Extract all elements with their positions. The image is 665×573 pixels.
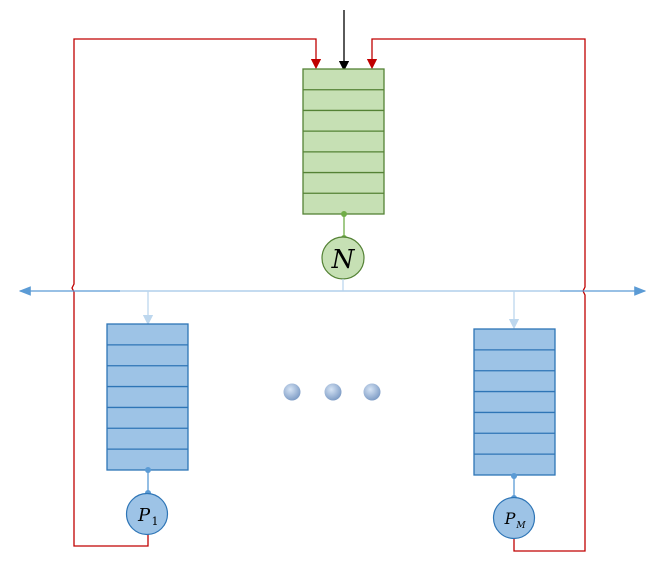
link-dot-p1-top [145,467,151,473]
queue-n-frame [302,68,385,215]
queue-p1 [106,323,189,471]
server-n-label: N [331,245,356,275]
server-pm-subscript: M [515,521,526,531]
server-pm-label: P [504,509,516,528]
server-pm: P M [492,496,536,540]
ellipsis-dot [363,383,381,401]
queue-pm-frame [473,328,556,476]
queue-p1-frame [106,323,189,471]
queue-pm [473,328,556,476]
server-n: N [321,236,365,280]
queue-n [302,68,385,215]
feedback-loop-p1 [71,38,322,547]
link-dot-n-top [341,211,347,217]
ellipsis [283,383,381,401]
ellipsis-dot [283,383,301,401]
server-p1-label: P [137,505,151,526]
link-dot-pm-top [511,473,517,479]
ellipsis-dot [324,383,342,401]
server-p1-subscript: 1 [152,515,159,528]
server-p1: P 1 [125,492,169,536]
